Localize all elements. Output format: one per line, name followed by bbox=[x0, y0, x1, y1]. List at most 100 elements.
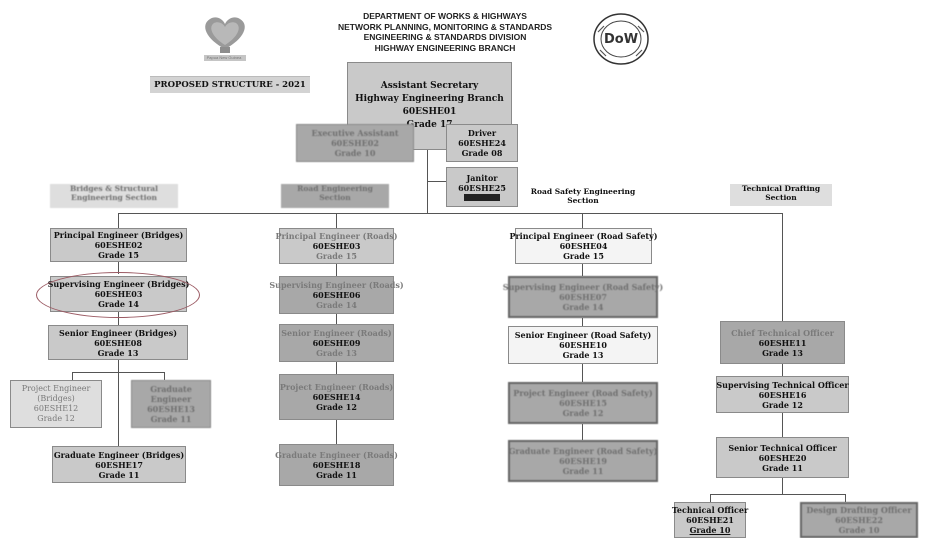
section-roads: Road Engineering Section bbox=[281, 184, 389, 208]
roads-pe-grade: Grade 15 bbox=[316, 251, 357, 261]
drafting-cto-title: Chief Technical Officer bbox=[731, 327, 834, 338]
driver-code: 60ESHE24 bbox=[458, 138, 506, 148]
bridges-project-engineer: Project Engineer (Bridges) 60ESHE12 Grad… bbox=[10, 380, 102, 428]
drafting-draft-code: 60ESHE22 bbox=[835, 515, 883, 525]
drafting-to-code: 60ESHE21 bbox=[686, 515, 734, 525]
drafting-cto-code: 60ESHE11 bbox=[758, 337, 807, 348]
safety-pe-title: Principal Engineer (Road Safety) bbox=[509, 231, 658, 241]
bridges-pe-title: Principal Engineer (Bridges) bbox=[53, 230, 184, 240]
safety-sr-code: 60ESHE10 bbox=[559, 340, 607, 350]
page-header: DEPARTMENT OF WORKS & HIGHWAYS NETWORK P… bbox=[310, 11, 580, 53]
driver-title: Driver bbox=[467, 128, 497, 138]
bridges-grad2-grade: Grade 11 bbox=[150, 414, 192, 424]
roads-senior-engineer: Senior Engineer (Roads) 60ESHE09 Grade 1… bbox=[279, 324, 394, 362]
roads-proj-grade: Grade 12 bbox=[316, 402, 357, 412]
bridges-sr-title: Senior Engineer (Bridges) bbox=[59, 327, 177, 338]
janitor-redaction bbox=[464, 194, 500, 201]
exec-code: 60ESHE02 bbox=[331, 138, 379, 148]
roads-pe-code: 60ESHE03 bbox=[312, 241, 361, 251]
drafting-cto-grade: Grade 13 bbox=[762, 347, 803, 358]
top-code: 60ESHE01 bbox=[402, 107, 457, 117]
drafting-sr-grade: Grade 11 bbox=[762, 462, 803, 473]
driver-box: Driver 60ESHE24 Grade 08 bbox=[446, 124, 518, 162]
roads-graduate-engineer: Graduate Engineer (Roads) 60ESHE18 Grade… bbox=[275, 444, 398, 486]
drafting-to-grade: Grade 10 bbox=[689, 525, 731, 535]
safety-graduate-engineer: Graduate Engineer (Road Safety) 60ESHE19… bbox=[508, 440, 658, 482]
png-emblem-logo bbox=[196, 11, 254, 67]
safety-grad-title: Graduate Engineer (Road Safety) bbox=[508, 446, 658, 456]
bridges-sr-code: 60ESHE08 bbox=[94, 337, 142, 348]
bridges-proj-code: 60ESHE12 bbox=[33, 404, 79, 413]
safety-se-grade: Grade 14 bbox=[562, 302, 604, 312]
dow-seal-text: DoW bbox=[604, 32, 638, 47]
bridges-grad-grade: Grade 11 bbox=[98, 469, 140, 480]
section-road-safety: Road Safety Engineering Section bbox=[530, 187, 636, 205]
safety-sr-grade: Grade 13 bbox=[562, 350, 604, 360]
bridges-grad2-sub: Engineer bbox=[150, 394, 192, 404]
header-line-3: ENGINEERING & STANDARDS DIVISION bbox=[363, 32, 527, 42]
drafting-technical-officer: Technical Officer 60ESHE21 Grade 10 bbox=[671, 502, 749, 538]
roads-sr-grade: Grade 13 bbox=[316, 348, 357, 358]
section-technical-drafting: Technical Drafting Section bbox=[730, 184, 832, 206]
safety-senior-engineer: Senior Engineer (Road Safety) 60ESHE10 G… bbox=[508, 326, 658, 364]
bridges-graduate-engineer: Graduate Engineer (Bridges) 60ESHE17 Gra… bbox=[52, 446, 186, 483]
roads-grad-grade: Grade 11 bbox=[316, 470, 357, 480]
drafting-senior-technical-officer: Senior Technical Officer 60ESHE20 Grade … bbox=[716, 437, 849, 478]
roads-pe-title: Principal Engineer (Roads) bbox=[275, 231, 398, 241]
drafting-sr-title: Senior Technical Officer bbox=[728, 442, 837, 453]
bridges-sr-grade: Grade 13 bbox=[97, 347, 139, 358]
roads-grad-title: Graduate Engineer (Roads) bbox=[275, 450, 398, 460]
roads-sr-title: Senior Engineer (Roads) bbox=[281, 328, 392, 338]
bridges-pe-code: 60ESHE02 bbox=[94, 240, 143, 250]
bridges-senior-engineer: Senior Engineer (Bridges) 60ESHE08 Grade… bbox=[48, 325, 188, 360]
janitor-box: Janitor 60ESHE25 bbox=[446, 167, 518, 207]
top-grade: Grade 17 bbox=[406, 120, 453, 130]
driver-grade: Grade 08 bbox=[461, 148, 503, 158]
roads-se-grade: Grade 14 bbox=[316, 300, 357, 310]
drafting-sto-code: 60ESHE16 bbox=[758, 389, 807, 400]
dow-seal-logo: DoW bbox=[592, 12, 650, 66]
roads-supervising-engineer: Supervising Engineer (Roads) 60ESHE06 Gr… bbox=[269, 276, 404, 314]
safety-proj-title: Project Engineer (Road Safety) bbox=[513, 388, 653, 398]
safety-pe-code: 60ESHE04 bbox=[559, 241, 608, 251]
bridges-proj-grade: Grade 12 bbox=[37, 414, 75, 423]
safety-pe-grade: Grade 15 bbox=[563, 251, 604, 261]
safety-se-code: 60ESHE07 bbox=[559, 292, 607, 302]
proposed-structure-text: PROPOSED STRUCTURE - 2021 bbox=[154, 80, 306, 90]
highlight-oval bbox=[36, 272, 200, 318]
roads-project-engineer: Project Engineer (Roads) 60ESHE14 Grade … bbox=[279, 374, 394, 420]
drafting-draft-grade: Grade 10 bbox=[838, 525, 880, 535]
bridges-proj-sub: (Bridges) bbox=[37, 394, 75, 403]
bridges-grad-title: Graduate Engineer (Bridges) bbox=[53, 449, 185, 460]
top-branch: Highway Engineering Branch bbox=[355, 94, 504, 104]
bridges-grad-code: 60ESHE17 bbox=[95, 459, 143, 470]
safety-project-engineer: Project Engineer (Road Safety) 60ESHE15 … bbox=[508, 382, 658, 424]
executive-assistant-box: Executive Assistant 60ESHE02 Grade 10 bbox=[296, 124, 414, 162]
drafting-draft-title: Design Drafting Officer bbox=[806, 505, 912, 515]
proposed-structure-label: PROPOSED STRUCTURE - 2021 bbox=[150, 76, 310, 93]
safety-proj-code: 60ESHE15 bbox=[559, 398, 607, 408]
header-line-1: DEPARTMENT OF WORKS & HIGHWAYS bbox=[363, 11, 527, 21]
section-bridges: Bridges & Structural Engineering Section bbox=[50, 184, 178, 208]
safety-proj-grade: Grade 12 bbox=[562, 408, 604, 418]
roads-se-title: Supervising Engineer (Roads) bbox=[269, 280, 404, 290]
bridges-grad2-code: 60ESHE13 bbox=[147, 404, 195, 414]
roads-principal-engineer: Principal Engineer (Roads) 60ESHE03 Grad… bbox=[276, 228, 398, 264]
janitor-title: Janitor bbox=[466, 173, 498, 183]
drafting-to-title: Technical Officer bbox=[671, 505, 749, 515]
exec-grade: Grade 10 bbox=[334, 148, 376, 158]
janitor-code: 60ESHE25 bbox=[458, 183, 506, 193]
roads-se-code: 60ESHE06 bbox=[312, 290, 361, 300]
drafting-sto-title: Supervising Technical Officer bbox=[716, 379, 849, 390]
png-emblem-caption: Papua New Guinea bbox=[206, 55, 242, 60]
safety-sr-title: Senior Engineer (Road Safety) bbox=[514, 330, 652, 340]
roads-sr-code: 60ESHE09 bbox=[312, 338, 361, 348]
drafting-sr-code: 60ESHE20 bbox=[758, 452, 807, 463]
drafting-supervising-technical-officer: Supervising Technical Officer 60ESHE16 G… bbox=[716, 376, 849, 413]
roads-grad-code: 60ESHE18 bbox=[312, 460, 361, 470]
safety-principal-engineer: Principal Engineer (Road Safety) 60ESHE0… bbox=[509, 228, 658, 264]
header-line-2: NETWORK PLANNING, MONITORING & STANDARDS bbox=[337, 21, 553, 32]
bridges-graduate-engineer-2: Graduate Engineer 60ESHE13 Grade 11 bbox=[131, 380, 211, 428]
bridges-grad2-title: Graduate bbox=[150, 384, 192, 394]
safety-grad-code: 60ESHE19 bbox=[559, 456, 607, 466]
